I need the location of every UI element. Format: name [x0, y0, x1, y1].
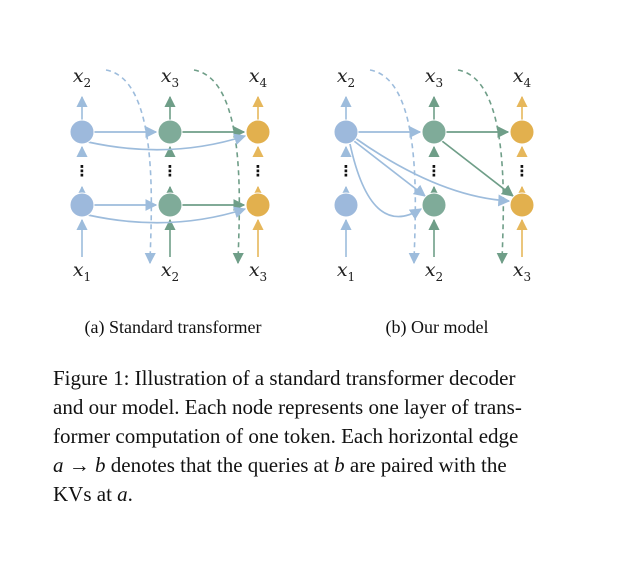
layer-node — [69, 192, 95, 218]
caption-text: b — [95, 453, 106, 477]
caption-line: KVs at a. — [53, 480, 573, 509]
layer-node — [509, 192, 535, 218]
output-token-label: x3 — [161, 65, 179, 90]
input-token-label: x1 — [337, 259, 355, 284]
attention-edge — [87, 133, 247, 151]
caption-text: former computation of one token. Each ho… — [53, 424, 519, 448]
caption-line: a → b denotes that the queries at b are … — [53, 451, 573, 480]
vertical-ellipsis: ⋮ — [75, 162, 90, 180]
layer-node — [509, 119, 535, 145]
output-token-label: x3 — [425, 65, 443, 90]
feedback-dashed-arrow — [105, 69, 156, 265]
output-token-label: x2 — [337, 65, 355, 90]
caption-text: denotes that the queries at — [105, 453, 335, 477]
layer-node — [421, 119, 447, 145]
caption-text: a — [53, 453, 64, 477]
layer-node — [157, 192, 183, 218]
vertical-ellipsis: ⋮ — [515, 162, 530, 180]
attention-edge — [87, 206, 247, 224]
input-token-label: x2 — [425, 259, 443, 284]
attention-edge — [441, 140, 514, 197]
output-token-label: x2 — [73, 65, 91, 90]
layer-node — [333, 119, 359, 145]
caption-text: KVs at — [53, 482, 118, 506]
input-token-label: x2 — [161, 259, 179, 284]
caption-text: b — [334, 453, 345, 477]
layer-node — [333, 192, 359, 218]
caption-line: and our model. Each node represents one … — [53, 393, 573, 422]
feedback-dashed-arrow — [193, 69, 244, 265]
panel-standard-transformer: ⋮ ⋮ ⋮ x2 x3 x4 x1 x2 x3 — [69, 65, 271, 284]
caption-text: . — [127, 482, 133, 506]
vertical-ellipsis: ⋮ — [163, 162, 178, 180]
output-token-label: x4 — [249, 65, 268, 90]
caption-text: and our model. Each node represents one … — [53, 395, 522, 419]
panel-b-caption: (b) Our model — [386, 317, 489, 338]
panel-a-caption: (a) Standard transformer — [85, 317, 262, 338]
caption-text: Figure 1: Illustration of a standard tra… — [53, 366, 516, 390]
figure-caption: Figure 1: Illustration of a standard tra… — [53, 364, 573, 509]
vertical-ellipsis: ⋮ — [251, 162, 266, 180]
feedback-dashed-arrow — [369, 69, 420, 265]
vertical-ellipsis: ⋮ — [339, 162, 354, 180]
layer-node — [421, 192, 447, 218]
attention-edge — [349, 143, 423, 220]
input-token-label: x3 — [249, 259, 267, 284]
caption-text: → — [63, 453, 95, 477]
input-token-label: x1 — [73, 259, 91, 284]
output-token-label: x4 — [513, 65, 532, 90]
layer-node — [157, 119, 183, 145]
attention-edge — [354, 137, 511, 207]
caption-line: Figure 1: Illustration of a standard tra… — [53, 364, 573, 393]
panel-our-model: ⋮ ⋮ ⋮ x2 x3 x4 x1 x2 x3 — [333, 65, 535, 284]
caption-line: former computation of one token. Each ho… — [53, 422, 573, 451]
feedback-dashed-arrow — [457, 69, 508, 265]
vertical-ellipsis: ⋮ — [427, 162, 442, 180]
layer-node — [69, 119, 95, 145]
input-token-label: x3 — [513, 259, 531, 284]
layer-node — [245, 192, 271, 218]
caption-text: a — [117, 482, 128, 506]
attention-edge — [353, 140, 426, 197]
caption-text: are paired with the — [344, 453, 507, 477]
layer-node — [245, 119, 271, 145]
